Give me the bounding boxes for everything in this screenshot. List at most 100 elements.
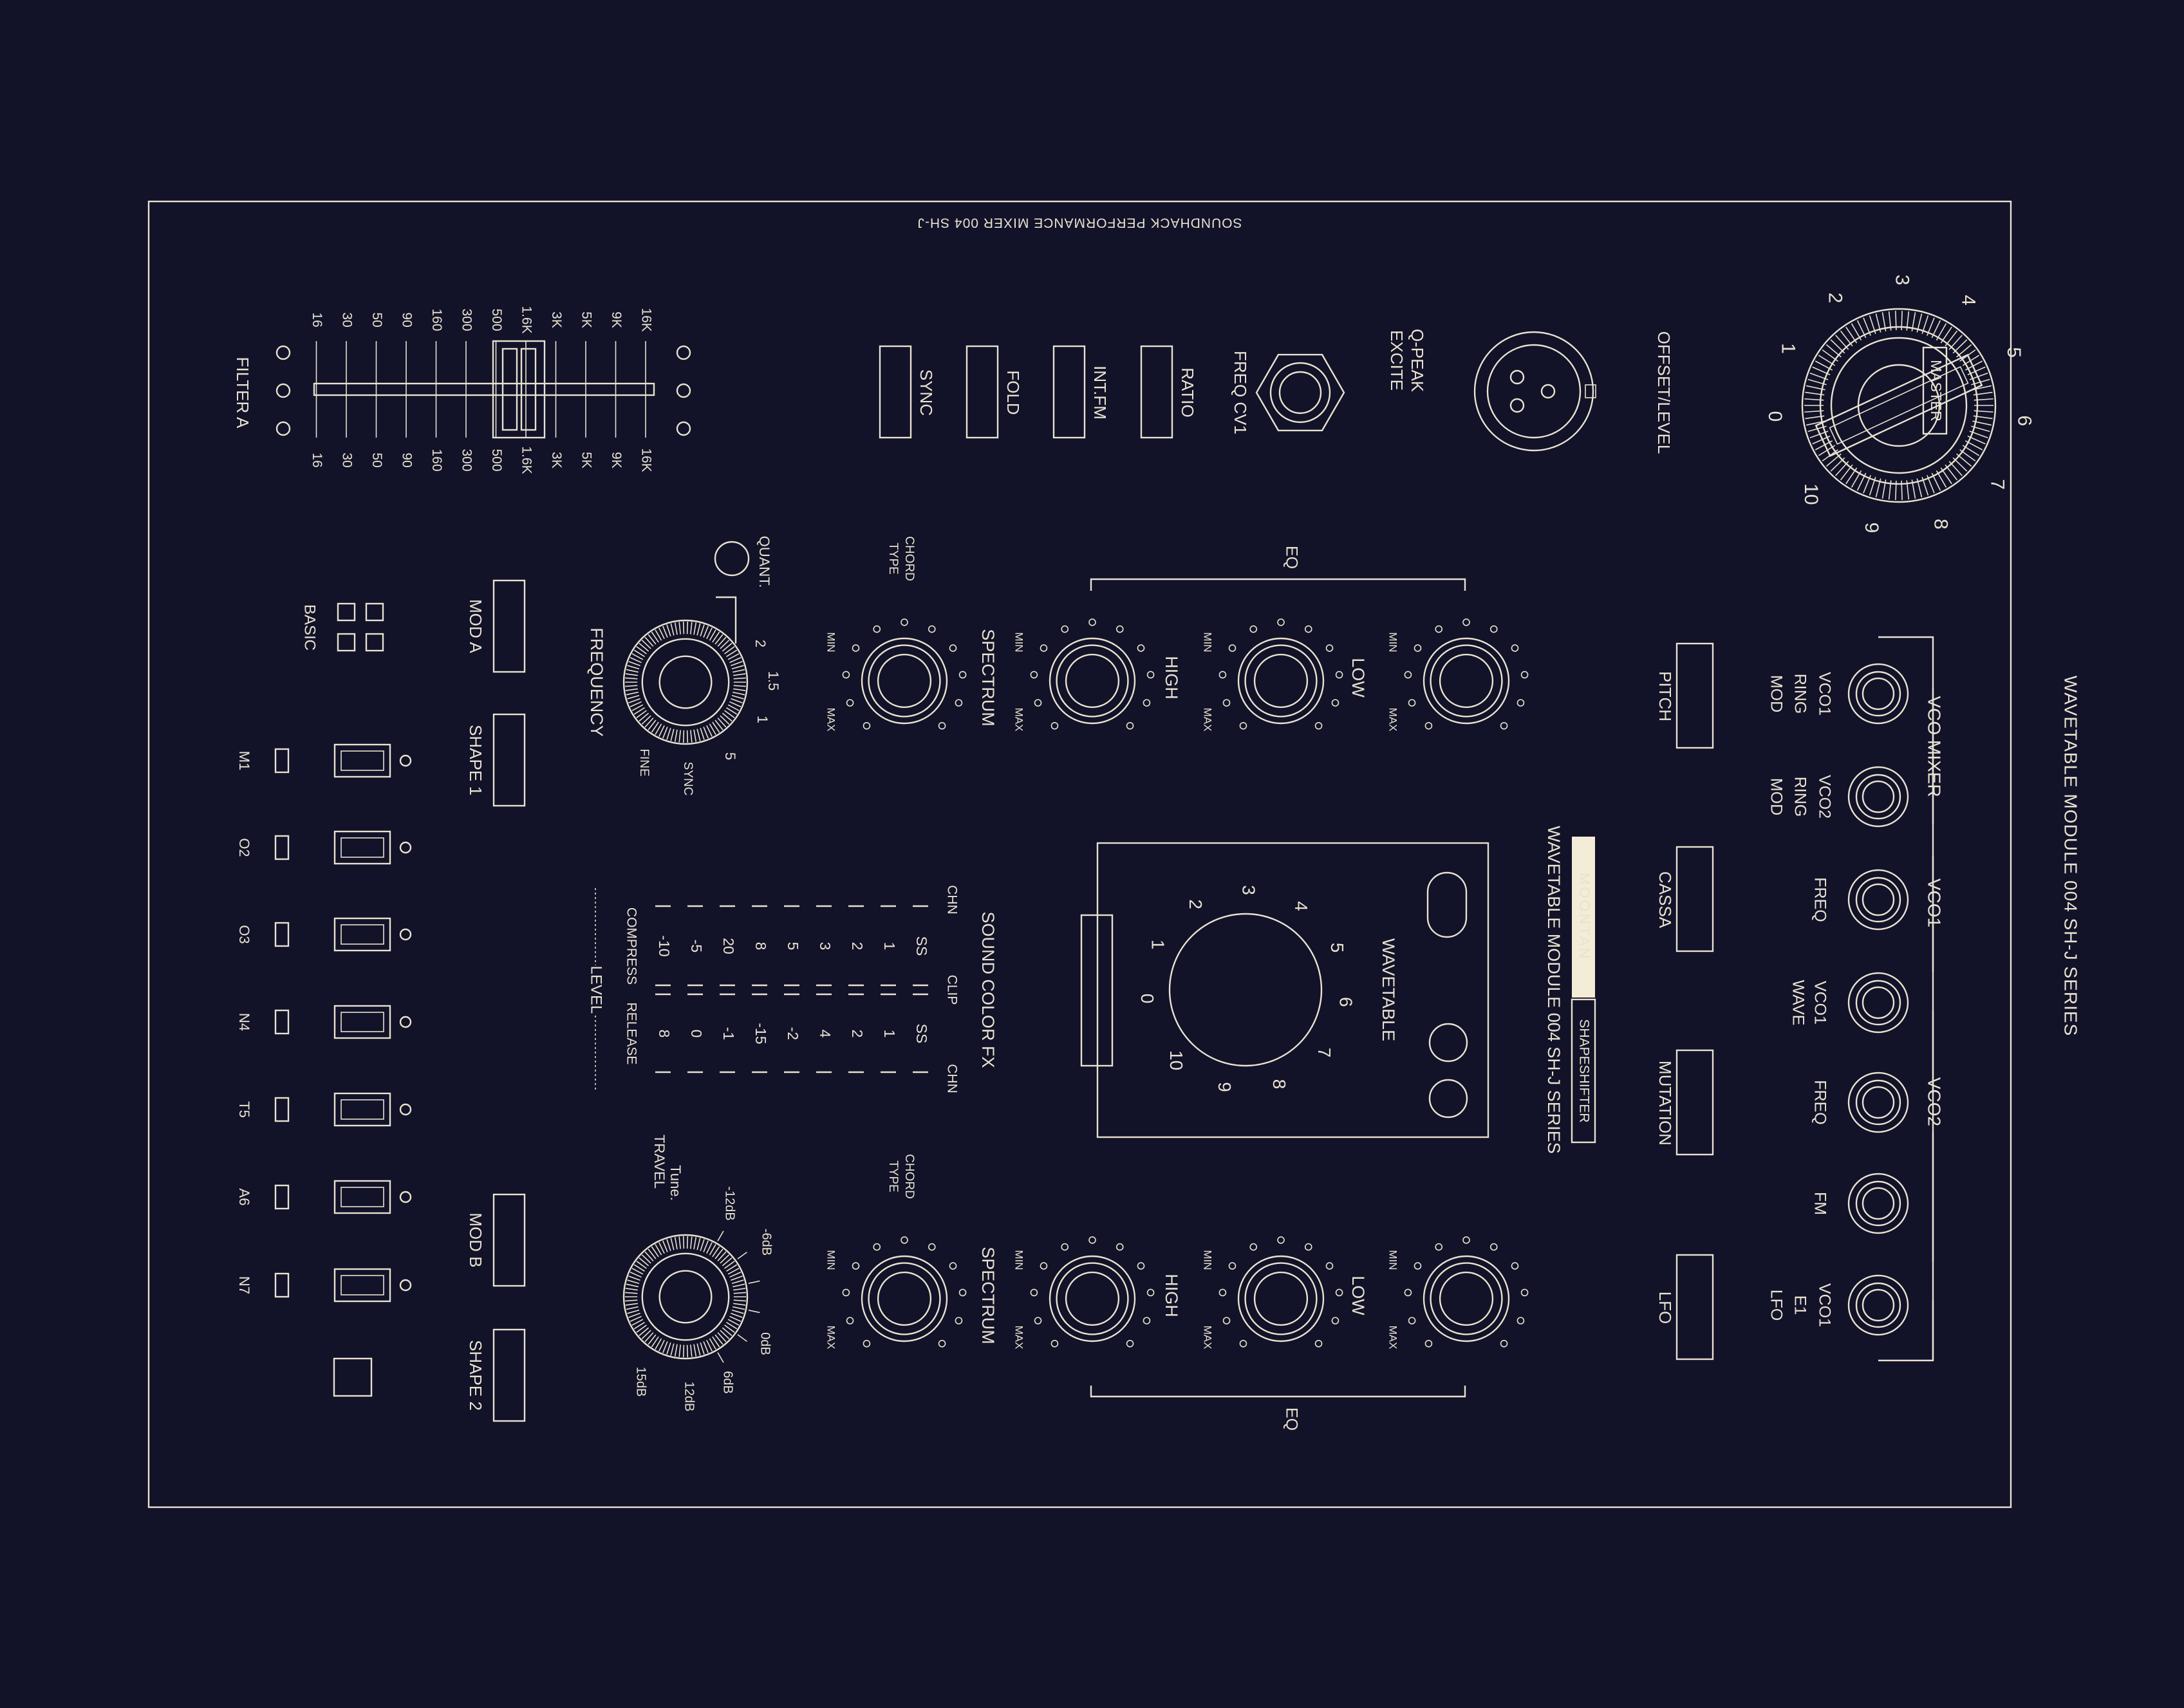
scale-dot — [1218, 1288, 1227, 1297]
type-label: TYPE — [886, 1160, 900, 1193]
q-peak-xlr-jack[interactable] — [1473, 331, 1596, 452]
wavetable-scale-label: 6 — [1336, 997, 1356, 1007]
fx-compress-value: -5 — [688, 940, 705, 952]
tune-travel-knob[interactable] — [622, 1234, 749, 1360]
scale-dot — [958, 671, 967, 679]
knob-rib — [733, 669, 745, 673]
knob-rib — [720, 1330, 730, 1339]
vco-mixer-jack-7[interactable] — [1847, 1274, 1909, 1336]
basic-pad[interactable] — [337, 633, 356, 652]
eq-knob-high-b[interactable] — [1030, 1236, 1155, 1348]
channel-button-n4[interactable] — [333, 1005, 391, 1039]
channel-button-n7[interactable] — [333, 1268, 391, 1303]
knob-rib — [658, 1339, 665, 1351]
knob-rib — [648, 719, 657, 730]
scale-dot — [1517, 1317, 1525, 1324]
knob-rib — [686, 1236, 689, 1249]
channel-button-a6[interactable] — [333, 1180, 391, 1214]
scale-dot — [1034, 1317, 1042, 1324]
mode-button-cassa[interactable] — [1675, 846, 1714, 952]
scale-dot — [1277, 1236, 1285, 1244]
knob-max-label: MAX — [1387, 1326, 1399, 1350]
master-offset-level-knob[interactable] — [1801, 308, 1997, 503]
shape-1-button[interactable] — [492, 713, 526, 807]
scale-dot — [955, 699, 963, 707]
basic-pad[interactable] — [365, 633, 384, 652]
knob-rib — [712, 1336, 720, 1348]
spectrum-label: SPECTRUM — [978, 629, 998, 727]
knob-rib — [700, 727, 705, 740]
knob-max-label: MAX — [1387, 708, 1399, 732]
wavetable-knob[interactable] — [1168, 913, 1323, 1067]
wavetable-scale-label: 3 — [1238, 885, 1258, 895]
scale-dot — [1249, 625, 1258, 633]
travel-scale-label: -6dB — [760, 1229, 774, 1256]
wavetable-round-button-1[interactable] — [1428, 1023, 1468, 1063]
eq-knob-high-a[interactable] — [1030, 618, 1155, 730]
master-scale-label: 3 — [1891, 275, 1912, 286]
mode-button-mutation[interactable] — [1675, 1049, 1714, 1156]
scale-dot — [1424, 721, 1433, 730]
vco-mixer-jack-5[interactable] — [1847, 1072, 1909, 1133]
knob-rib — [658, 1242, 665, 1254]
brand-label: MOONTAN — [1576, 873, 1593, 961]
shape-2-button[interactable] — [492, 1328, 526, 1422]
knob-rib — [733, 1303, 746, 1306]
top-button-intfm[interactable] — [1052, 345, 1086, 439]
channel-button-o3[interactable] — [333, 917, 391, 952]
channel-button-t5[interactable] — [333, 1092, 391, 1127]
scale-dot — [955, 1317, 963, 1324]
scale-dot — [1088, 1236, 1096, 1244]
frequency-knob[interactable] — [622, 619, 749, 745]
vco-mixer-jack-4[interactable] — [1847, 972, 1909, 1034]
filter-slider-handle[interactable] — [492, 340, 546, 439]
knob-rib — [686, 621, 689, 635]
freq-cv1-jack[interactable] — [1255, 353, 1345, 432]
channel-indicator — [399, 1103, 412, 1116]
vco-mixer-jack-3[interactable] — [1847, 869, 1909, 931]
top-button-sync[interactable] — [879, 345, 912, 439]
panel-border — [147, 200, 2012, 1508]
knob-rib — [628, 698, 640, 703]
knob-rib — [724, 1324, 735, 1333]
vco-mixer-jack-2[interactable] — [1847, 766, 1909, 828]
vco-mixer-jack-label: RING — [1791, 674, 1809, 714]
spectrum-knob--a[interactable] — [842, 618, 967, 730]
knob-rib — [726, 1322, 738, 1330]
wavetable-round-button-2[interactable] — [1428, 1079, 1468, 1119]
channel-button-o2[interactable] — [333, 830, 391, 865]
wavetable-side-button[interactable] — [1080, 914, 1114, 1067]
filter-scale-bottom: 50 — [369, 452, 384, 467]
spectrum-knob--b[interactable] — [842, 1236, 967, 1348]
mod-a-button[interactable] — [492, 579, 526, 673]
top-button-ratio[interactable] — [1140, 345, 1173, 439]
eq-knob-mid-a[interactable] — [1404, 618, 1529, 730]
filter-scale-top: 1.6K — [519, 306, 534, 333]
filter-scale-top: 50 — [369, 312, 384, 327]
top-button-fold[interactable] — [966, 345, 999, 439]
vco-mixer-jack-6[interactable] — [1847, 1173, 1909, 1234]
channel-button-m1[interactable] — [333, 743, 391, 778]
channel-square-button[interactable] — [333, 1357, 373, 1397]
mod-b-button[interactable] — [492, 1193, 526, 1287]
vco-mixer-jack-1[interactable] — [1847, 663, 1909, 725]
eq-knob-low-b[interactable] — [1218, 1236, 1343, 1348]
knob-rib — [733, 1299, 746, 1302]
travel-tick — [748, 1280, 760, 1284]
scale-dot — [842, 1288, 850, 1297]
scale-dot — [938, 721, 946, 730]
mode-button-lfo[interactable] — [1675, 1254, 1714, 1360]
knob-min-label: MIN — [1013, 632, 1025, 652]
quant-button[interactable] — [714, 541, 750, 577]
eq-knob-low-a[interactable] — [1218, 618, 1343, 730]
mode-button-pitch[interactable] — [1675, 642, 1714, 749]
basic-pad[interactable] — [337, 602, 356, 622]
scale-dot — [1462, 618, 1470, 626]
basic-pad[interactable] — [365, 602, 384, 622]
travel-tick — [717, 1352, 724, 1363]
wavetable-oval-button[interactable] — [1426, 871, 1468, 938]
filter-track — [313, 382, 655, 396]
eq-knob-mid-b[interactable] — [1404, 1236, 1529, 1348]
scale-dot — [1115, 625, 1124, 633]
eq-low-label: LOW — [1349, 658, 1368, 698]
